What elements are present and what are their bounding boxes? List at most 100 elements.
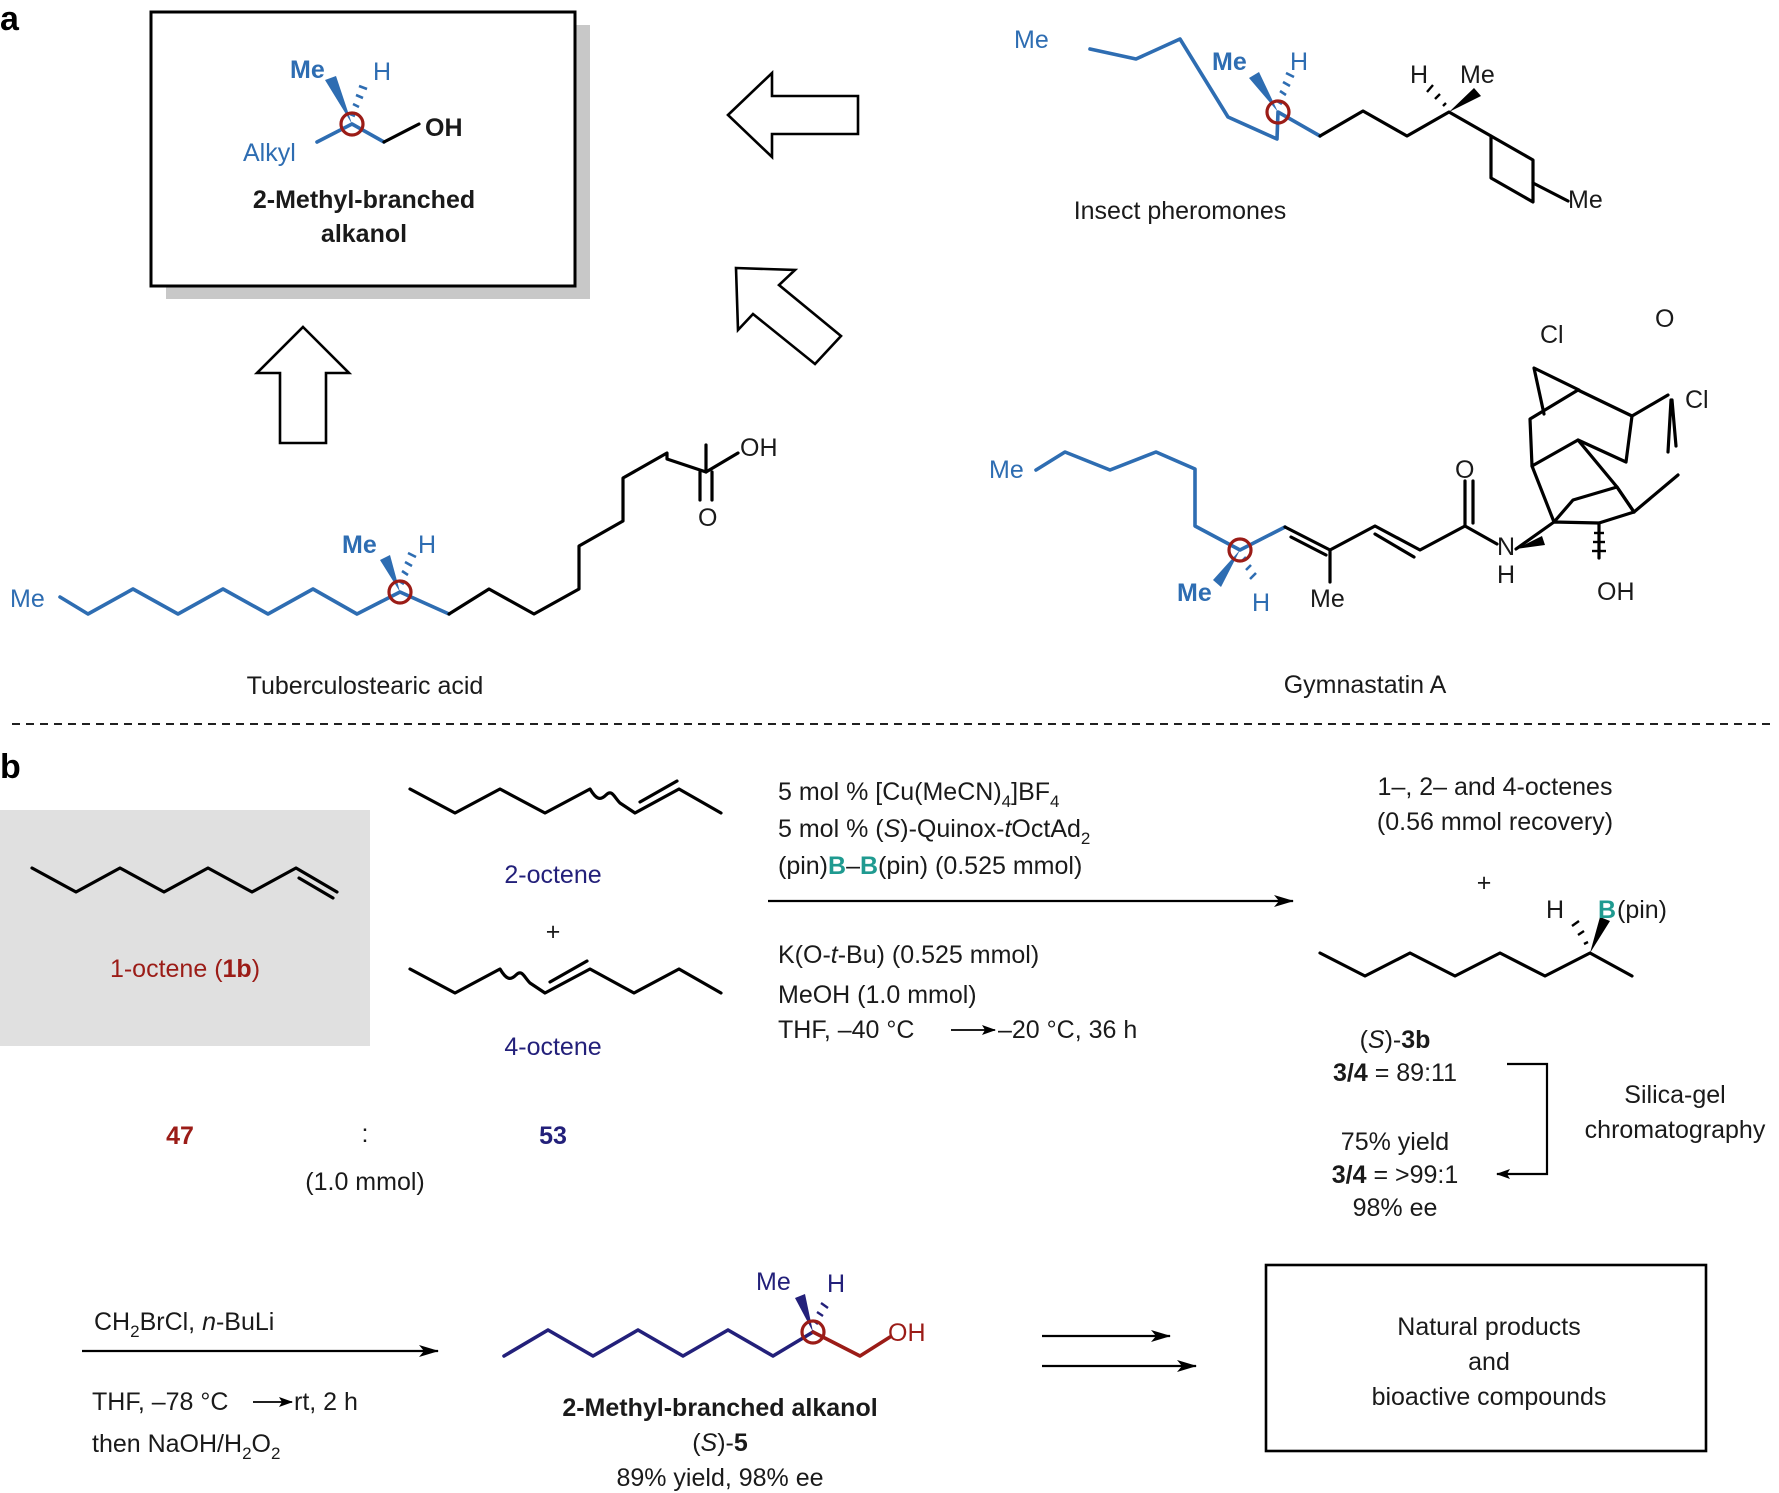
ratio-left: 47: [166, 1122, 194, 1150]
product-5-stereocenter-marker: [800, 1319, 826, 1345]
retro-arrow-left: [726, 69, 860, 161]
insect-h-right: H: [1410, 61, 1428, 89]
gymnastatin-structure: Me Me H Me O N H OH Cl Cl O: [989, 305, 1709, 617]
product-5-hydroxymethyl: [811, 1330, 892, 1358]
ratio-separator: :: [362, 1120, 369, 1148]
insect-me-center: Me: [1212, 48, 1247, 76]
gymnastatin-wedge-n: [1516, 536, 1545, 549]
product-5-chain: [502, 1328, 815, 1358]
gymnastatin-wedge-me: [1213, 550, 1240, 587]
after-ee: 98% ee: [1353, 1194, 1438, 1222]
insect-hash-h-right: [1426, 84, 1447, 107]
retro-arrow-up: [253, 325, 353, 445]
target-me-label: Me: [290, 56, 325, 84]
panel-a-label: a: [0, 0, 20, 38]
octene4-structure: [408, 967, 723, 995]
ratio-right: 53: [539, 1122, 567, 1150]
gymnastatin-o-amide: O: [1455, 456, 1474, 484]
cond-bottom-line3-start: THF, –40 °C: [778, 1016, 914, 1044]
tuberculo-oh-bond: [704, 451, 740, 474]
octene2-structure: [408, 787, 723, 815]
gymnastatin-dienone: [1532, 366, 1670, 418]
gymnastatin-stereocenter-marker: [1227, 537, 1253, 563]
target-box-frame: [149, 10, 577, 288]
insect-stereocenter-marker: [1265, 99, 1291, 125]
target-alkyl-label: Alkyl: [243, 139, 296, 167]
cond-top-line2: 5 mol % (S)-Quinox-tOctAd2: [778, 815, 1090, 848]
insect-chain-black: [1318, 109, 1535, 204]
target-oh-label: OH: [425, 114, 463, 142]
gymnastatin-chain-blue: [1034, 450, 1287, 552]
product-3b-chain: [1318, 951, 1634, 978]
octene1-structure: [30, 866, 339, 894]
product-3b-wedge-b: [1590, 917, 1610, 953]
plus-sign-1: +: [546, 918, 561, 946]
recovery-line1: 1–, 2– and 4-octenes: [1378, 773, 1613, 801]
cond-bottom-line2: MeOH (1.0 mmol): [778, 981, 977, 1009]
gymnastatin-n-label: N: [1497, 533, 1515, 561]
gymnastatin-hash-oh: [1592, 531, 1606, 553]
octene1-label: 1-octene (1b): [110, 955, 260, 983]
octene1-highlight-box: [0, 810, 370, 1046]
final-box-line1: Natural products: [1397, 1313, 1580, 1341]
gymnastatin-nh-label: H: [1497, 561, 1515, 589]
after-yield: 75% yield: [1341, 1128, 1449, 1156]
product-3b-ratio: 3/4 = 89:11: [1333, 1059, 1457, 1087]
target-name-line2: alkanol: [321, 220, 407, 248]
chromatography-line2: chromatography: [1585, 1116, 1766, 1144]
plus-sign-2: +: [1477, 869, 1492, 897]
insect-me-left: Me: [1014, 26, 1049, 54]
tuberculo-carbonyl: [698, 470, 714, 502]
tuberculo-h-center: H: [418, 531, 436, 559]
product-3b-structure: H B (pin): [1318, 896, 1667, 978]
step2-line3: then NaOH/H2O2: [92, 1430, 280, 1463]
tuberculo-chain-black: [447, 443, 708, 616]
product-5-h-label: H: [827, 1270, 845, 1298]
insect-chain-blue: [1088, 37, 1322, 141]
gymnastatin-h-center: H: [1252, 589, 1270, 617]
product-5-yield: 89% yield, 98% ee: [616, 1464, 823, 1492]
tuberculo-oh-label: OH: [740, 434, 778, 462]
gymnastatin-caption: Gymnastatin A: [1284, 671, 1447, 699]
final-products-box: [1264, 1263, 1708, 1453]
purification-arrow: [1496, 1062, 1549, 1179]
octene1-double-bond: [297, 876, 335, 900]
gymnastatin-cyclopentane: [1514, 485, 1636, 551]
product-3b-pin-label: (pin): [1617, 896, 1667, 924]
product-3b-h-label: H: [1546, 896, 1564, 924]
target-box: Me H Alkyl OH 2-Methyl-branched alkanol: [149, 10, 590, 299]
insect-caption: Insect pheromones: [1074, 197, 1287, 225]
target-stereocenter-marker: [339, 111, 365, 137]
final-box-line2: and: [1468, 1348, 1510, 1376]
chromatography-line1: Silica-gel: [1624, 1081, 1725, 1109]
gymnastatin-me-vinyl: Me: [1310, 585, 1345, 613]
product-3b-id: (S)-3b: [1360, 1026, 1431, 1054]
insect-me-end: Me: [1568, 186, 1603, 214]
target-name-line1: 2-Methyl-branched: [253, 186, 475, 214]
tuberculo-caption: Tuberculostearic acid: [247, 672, 484, 700]
insect-hash-h: [1276, 71, 1295, 106]
octene2-double-bond: [638, 779, 679, 804]
gymnastatin-chain-black: [1283, 479, 1499, 552]
product-5-oh-label: OH: [888, 1319, 926, 1347]
product-5-id: (S)-5: [692, 1429, 748, 1457]
insect-chain-end: [1489, 134, 1570, 203]
insect-pheromone-structure: Me Me H H Me Me: [1014, 26, 1603, 214]
tuberculo-me-left: Me: [10, 585, 45, 613]
panel-b-label: b: [0, 748, 21, 786]
insect-wedge-me-right: [1449, 88, 1481, 112]
insect-h-center: H: [1290, 48, 1308, 76]
gymnastatin-cl-top: Cl: [1540, 321, 1564, 349]
target-molecule: Me H Alkyl OH: [243, 56, 463, 167]
product-3b-b-label: B: [1598, 896, 1616, 924]
tuberculo-me-center: Me: [342, 531, 377, 559]
octene2-label: 2-octene: [504, 861, 601, 889]
step2-line2-end: rt, 2 h: [294, 1388, 358, 1416]
gymnastatin-double-bonds: [1289, 479, 1475, 559]
gymnastatin-oh-label: OH: [1597, 578, 1635, 606]
insect-wedge-me: [1249, 72, 1278, 112]
ratio-amount: (1.0 mmol): [305, 1168, 424, 1196]
cond-bottom-line3-end: –20 °C, 36 h: [998, 1016, 1137, 1044]
gymnastatin-me-left: Me: [989, 456, 1024, 484]
after-ratio: 3/4 = >99:1: [1332, 1161, 1459, 1189]
